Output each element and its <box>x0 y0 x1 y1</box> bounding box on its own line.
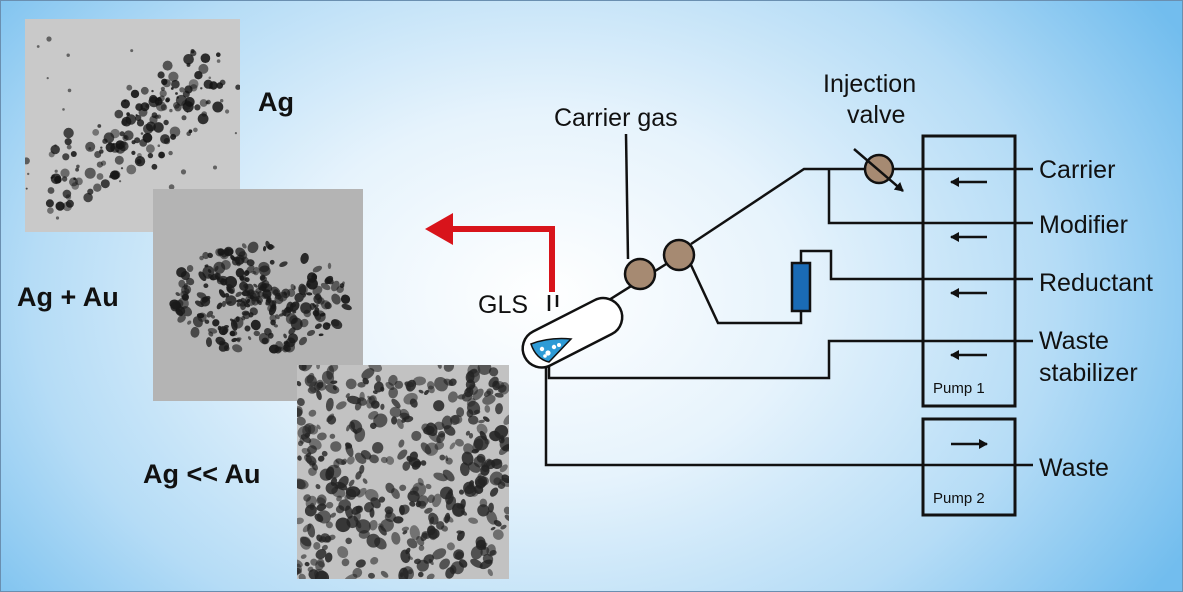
pump-1-arrows <box>950 177 987 360</box>
micrograph-ag-au <box>153 189 363 401</box>
reductant-column <box>790 261 812 313</box>
micrograph-ag-ll-au <box>297 365 509 579</box>
analyte-output-arrow <box>425 213 555 292</box>
sample-label-ag: Ag <box>258 87 294 117</box>
mixing-valve <box>623 257 657 291</box>
sample-label-ag-au: Ag + Au <box>17 282 119 312</box>
label-carrier-gas: Carrier gas <box>554 104 678 132</box>
label-reductant: Reductant <box>1039 269 1153 297</box>
junction-valve <box>662 238 696 272</box>
label-pump-2: Pump 2 <box>933 490 985 507</box>
pump-1-box <box>921 134 1017 408</box>
label-injection-valve-line1: Injection <box>823 70 917 98</box>
label-waste-stabilizer-line2: stabilizer <box>1039 359 1138 387</box>
micrograph-ag-image <box>25 36 240 231</box>
label-injection-valve-line2: valve <box>847 101 906 129</box>
micrograph-ag <box>25 19 240 232</box>
label-pump-1: Pump 1 <box>933 380 985 397</box>
micrograph-ag-au-image <box>169 240 352 354</box>
micrograph-ag-ll-au-image <box>297 365 509 579</box>
label-waste-stabilizer-line1: Waste <box>1039 327 1109 355</box>
label-modifier: Modifier <box>1039 211 1128 239</box>
pump-2-box <box>921 417 1017 517</box>
sample-label-ag-ll-au: Ag << Au <box>143 459 261 489</box>
label-carrier: Carrier <box>1039 156 1116 184</box>
tubing <box>544 133 1033 467</box>
gas-liquid-separator <box>521 295 624 369</box>
injection-valve-arrow <box>853 148 904 192</box>
label-waste: Waste <box>1039 454 1109 482</box>
label-gls: GLS <box>478 291 529 319</box>
